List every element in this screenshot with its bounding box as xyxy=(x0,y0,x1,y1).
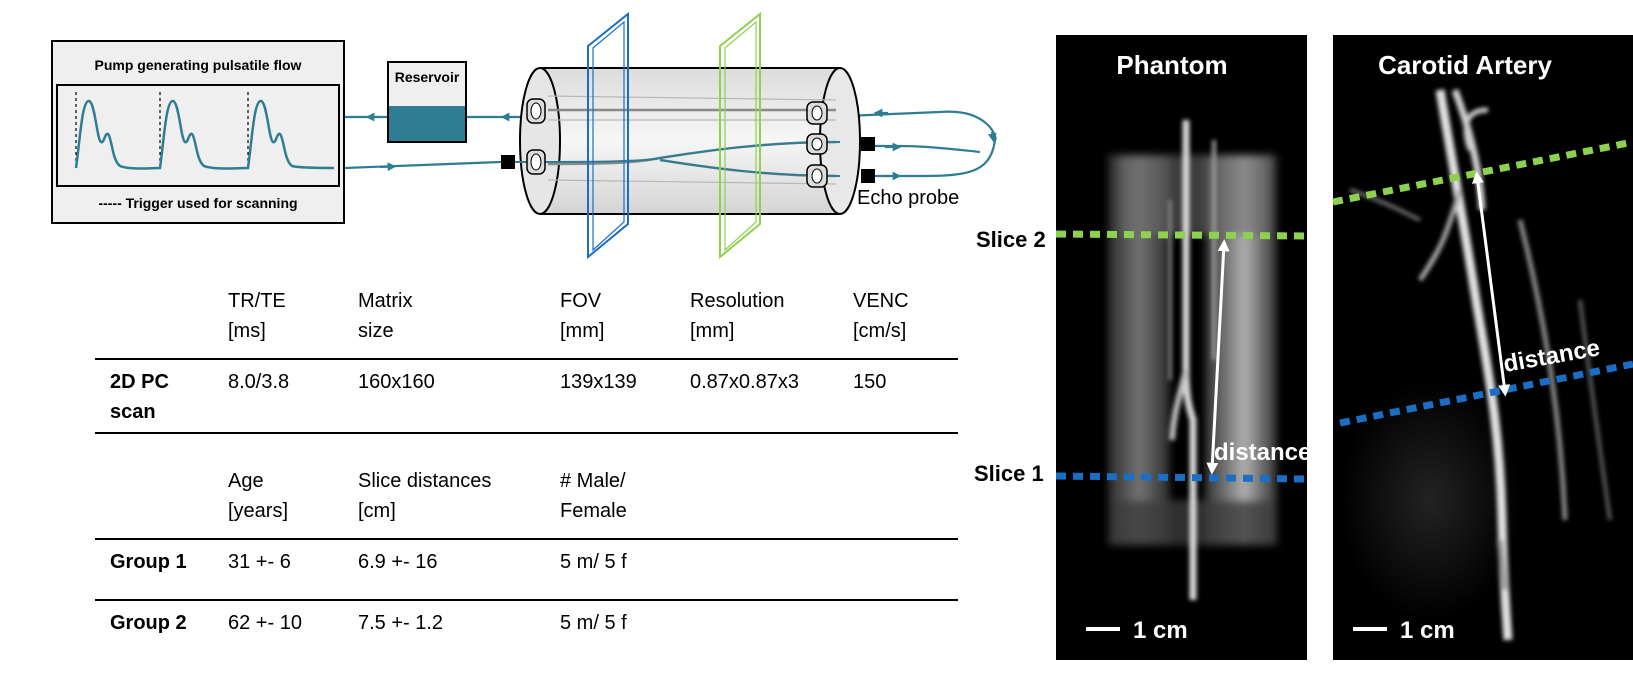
group-2-sex: 5 m/ 5 f xyxy=(560,612,627,634)
pump-title: Pump generating pulsatile flow xyxy=(95,57,302,73)
group-2-age: 62 +- 10 xyxy=(228,612,302,634)
slice-2-label: Slice 2 xyxy=(976,227,1046,252)
pump-box: Pump generating pulsatile flow ----- Tri… xyxy=(51,40,345,224)
port-hole-1 xyxy=(530,102,542,120)
reservoir: Reservoir xyxy=(387,61,467,143)
scan-cell-resolution: 0.87x0.87x3 xyxy=(690,371,799,393)
scan-row-label-1: 2D PC xyxy=(110,371,169,393)
scan-header-venc-2: [cm/s] xyxy=(853,320,906,342)
scan-header-venc-1: VENC xyxy=(853,290,909,312)
loop-arrow-right xyxy=(987,131,997,143)
group-header-slice-1: Slice distances xyxy=(358,470,491,492)
port-hole-3 xyxy=(811,105,823,121)
scan-header-res-1: Resolution xyxy=(690,290,785,312)
schematic-slice-plane-2 xyxy=(719,11,761,260)
scan-table-row: 2D PC scan 8.0/3.8 160x160 139x139 0.87x… xyxy=(110,371,886,423)
vessel-bottom-inner xyxy=(547,179,837,185)
carotid-scale-label: 1 cm xyxy=(1400,617,1455,644)
trigger-label: ----- Trigger used for scanning xyxy=(98,195,297,211)
group-row-2: Group 2 62 +- 10 7.5 +- 1.2 5 m/ 5 f xyxy=(110,612,627,634)
group-header-slice-2: [cm] xyxy=(358,500,396,522)
scan-row-label-2: scan xyxy=(110,401,156,423)
scan-parameters-table: TR/TE [ms] Matrix size FOV [mm] Resoluti… xyxy=(95,290,958,434)
pulsatile-waveform xyxy=(74,99,335,170)
echo-probe-square-1 xyxy=(861,137,875,151)
carotid-image-panel: distance Carotid Artery 1 cm xyxy=(1332,35,1633,660)
carotid-haze xyxy=(1340,380,1520,620)
group-header-sex-2: Female xyxy=(560,500,627,522)
group-row-1: Group 1 31 +- 6 6.9 +- 16 5 m/ 5 f xyxy=(110,551,627,573)
phantom-image-texture xyxy=(1108,155,1277,545)
phantom-slice-2-line xyxy=(1055,230,1308,240)
scan-cell-venc: 150 xyxy=(853,371,886,393)
scan-header-fov-2: [mm] xyxy=(560,320,604,342)
echo-probe-square-2 xyxy=(861,169,875,183)
group-1-slice-distance: 6.9 +- 16 xyxy=(358,551,438,573)
phantom-distance-arrow xyxy=(1206,239,1230,475)
scan-cell-trte: 8.0/3.8 xyxy=(228,371,289,393)
phantom-title: Phantom xyxy=(1116,50,1227,80)
port-hole-2 xyxy=(530,153,542,171)
scan-header-matrix-1: Matrix xyxy=(358,290,412,312)
scan-header-matrix-2: size xyxy=(358,320,394,342)
phantom-slice-1-line xyxy=(1055,472,1308,483)
scan-cell-matrix: 160x160 xyxy=(358,371,435,393)
phantom-distance-label: distance xyxy=(1214,439,1311,466)
cylinder-left-cap xyxy=(519,67,561,215)
group-2-slice-distance: 7.5 +- 1.2 xyxy=(358,612,443,634)
phantom-scale-label: 1 cm xyxy=(1133,617,1188,644)
scan-header-fov-1: FOV xyxy=(560,290,602,312)
reservoir-fluid xyxy=(389,106,465,141)
scan-table-header: TR/TE [ms] Matrix size FOV [mm] Resoluti… xyxy=(228,290,909,342)
cylinder-body xyxy=(540,68,840,214)
port-hole-5 xyxy=(811,168,823,184)
carotid-title: Carotid Artery xyxy=(1378,50,1552,80)
group-1-label: Group 1 xyxy=(110,551,187,573)
group-table: Age [years] Slice distances [cm] # Male/… xyxy=(95,470,958,634)
reservoir-label: Reservoir xyxy=(395,69,460,85)
pump-waveform-frame xyxy=(56,84,340,187)
supply-line xyxy=(344,160,501,170)
flow-path-int xyxy=(499,141,841,163)
group-header-age-2: [years] xyxy=(228,500,288,522)
group-1-sex: 5 m/ 5 f xyxy=(560,551,627,573)
scan-header-trte-1: TR/TE xyxy=(228,290,286,312)
scan-header-res-2: [mm] xyxy=(690,320,734,342)
port-hole-4 xyxy=(811,137,823,151)
scan-header-trte-2: [ms] xyxy=(228,320,266,342)
carotid-distance-arrow xyxy=(1471,171,1511,397)
group-2-label: Group 2 xyxy=(110,612,187,634)
supply-arrow xyxy=(379,162,397,172)
slice-1-label: Slice 1 xyxy=(974,461,1044,486)
phantom-cylinder xyxy=(499,67,861,215)
scan-cell-fov: 139x139 xyxy=(560,371,637,393)
group-1-age: 31 +- 6 xyxy=(228,551,291,573)
echo-probe-label: Echo probe xyxy=(857,187,959,209)
group-header-age-1: Age xyxy=(228,470,264,492)
vessel-upper-inner xyxy=(547,95,837,101)
group-header-sex-1: # Male/ xyxy=(560,470,626,492)
phantom-image-panel: distance Phantom 1 cm xyxy=(1055,35,1311,660)
sensor-supply xyxy=(501,155,515,169)
schematic-slice-plane-1 xyxy=(587,11,629,260)
